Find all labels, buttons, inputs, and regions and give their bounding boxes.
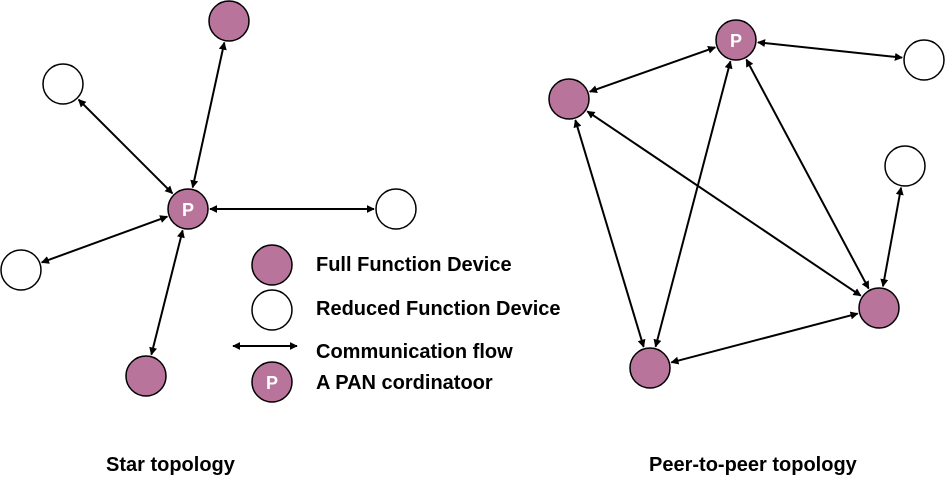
star-topology-graph: P — [0, 0, 417, 397]
star-link-coord-upper-left — [77, 98, 174, 195]
legend-coordinator-letter: P — [266, 373, 278, 393]
peer-link-coord-right-bottom — [745, 58, 870, 290]
peer-reduced-function-device-reduced-right — [884, 145, 926, 187]
peer-link-coord-bottom-left — [653, 60, 733, 348]
peer-link-left-top-bottom-left — [573, 119, 646, 348]
peer-link-coord-left-top — [588, 45, 717, 94]
peer-reduced-function-device-reduced-top-right — [903, 39, 945, 81]
peer-topology-caption: Peer-to-peer topology — [649, 454, 857, 476]
peer-to-peer-topology-graph: P — [548, 19, 945, 389]
peer-full-function-device-right-bottom — [858, 287, 900, 329]
peer-coordinator-letter: P — [730, 31, 742, 51]
star-coordinator-letter: P — [182, 200, 194, 220]
peer-link-left-top-right-bottom — [586, 110, 862, 297]
peer-full-function-device-bottom-left — [629, 347, 671, 389]
legend-full-function-label: Full Function Device — [316, 254, 512, 276]
legend-coordinator-label: A PAN cordinatoor — [316, 372, 493, 394]
legend-coordinator-symbol — [251, 361, 293, 403]
peer-link-coord-reduced-top-right — [757, 39, 903, 61]
star-full-function-device-top — [208, 0, 250, 42]
star-full-function-device-bottom — [125, 355, 167, 397]
star-topology-caption: Star topology — [106, 454, 235, 476]
legend: P — [232, 244, 298, 403]
peer-link-right-bottom-reduced-right — [880, 186, 904, 288]
star-link-coord-bottom — [149, 229, 185, 356]
star-reduced-function-device-upper-left — [42, 63, 84, 105]
star-reduced-function-device-right — [375, 188, 417, 230]
star-link-coord-top — [190, 41, 227, 189]
legend-communication-label: Communication flow — [316, 341, 513, 363]
peer-link-bottom-left-right-bottom — [670, 311, 859, 365]
peer-coordinator-coord — [715, 19, 757, 61]
star-coordinator-coord — [167, 188, 209, 230]
peer-full-function-device-left-top — [548, 78, 590, 120]
legend-full-function-symbol — [251, 244, 293, 286]
legend-reduced-function-label: Reduced Function Device — [316, 298, 561, 320]
legend-reduced-function-symbol — [251, 289, 293, 331]
star-reduced-function-device-left — [0, 249, 42, 291]
star-link-coord-left — [40, 215, 169, 264]
